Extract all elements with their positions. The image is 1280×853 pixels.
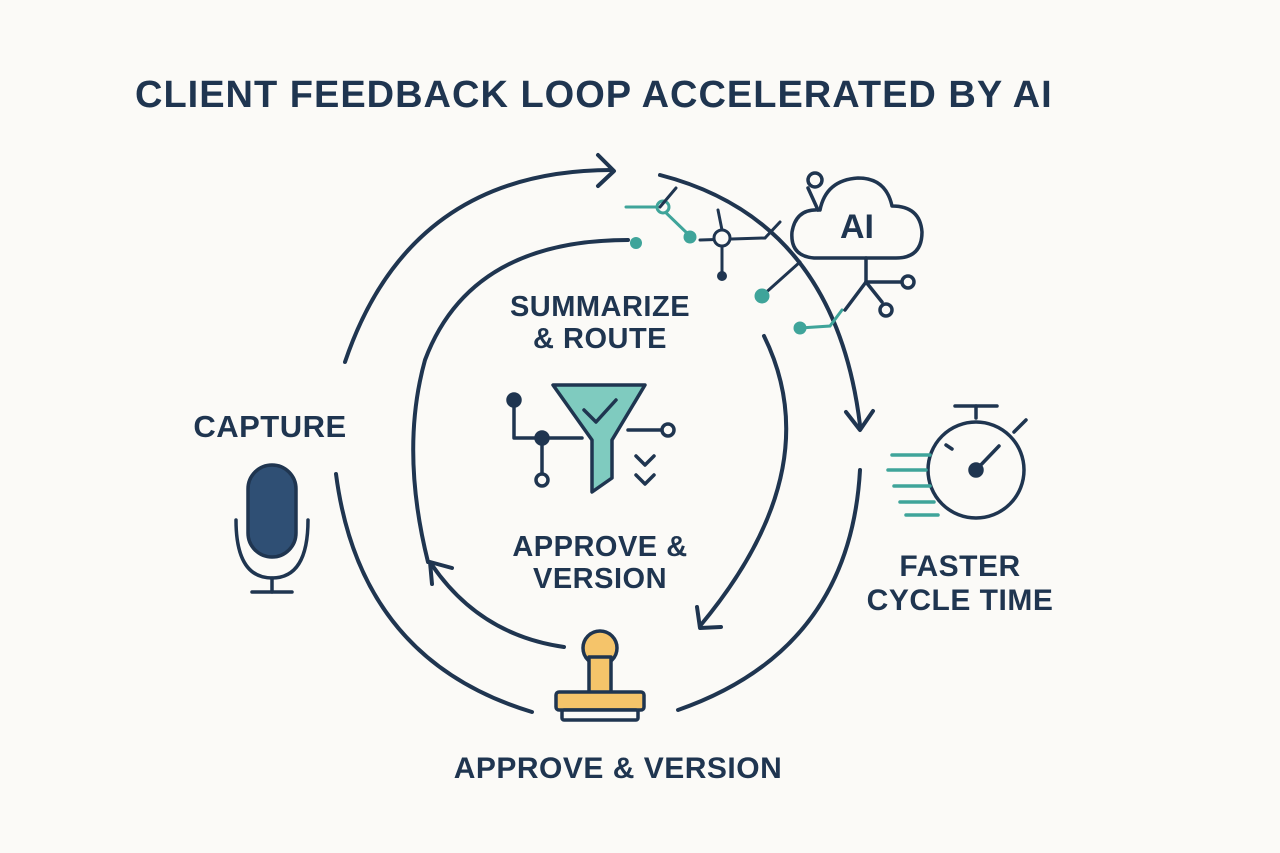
step-inner-approve-label: APPROVE & VERSION — [470, 531, 730, 596]
outer-arrowhead-right — [844, 409, 875, 432]
ai-cloud-icon — [790, 171, 924, 318]
summarize-line-2: & ROUTE — [533, 323, 667, 356]
inner-loop — [411, 238, 789, 649]
outer-arrowhead-top — [596, 153, 616, 188]
microphone-icon — [234, 463, 310, 594]
faster-line-1: FASTER — [899, 550, 1021, 583]
step-summarize-label: SUMMARIZE & ROUTE — [470, 291, 730, 356]
inner-loop-start-dot — [630, 237, 642, 249]
outer-arc-right-lower — [676, 468, 862, 712]
stopwatch-icon — [886, 404, 1028, 520]
stamp-icon — [554, 629, 646, 722]
step-bottom-approve-label: APPROVE & VERSION — [453, 752, 783, 785]
step-faster-label: FASTER CYCLE TIME — [830, 550, 1090, 617]
inner-arrowhead-left — [428, 560, 454, 586]
inner-approve-line-2: VERSION — [532, 563, 668, 596]
inner-arc-bottom-left — [430, 563, 566, 649]
step-capture-label: CAPTURE — [193, 409, 347, 444]
inner-arc-right — [698, 334, 789, 628]
ai-badge-text: AI — [840, 208, 874, 246]
faster-line-2: CYCLE TIME — [866, 583, 1054, 617]
inner-arc-top — [411, 238, 630, 564]
diagram-title: CLIENT FEEDBACK LOOP ACCELERATED BY AI — [135, 74, 1053, 116]
outer-arc-top-arrow — [343, 168, 614, 364]
outer-arc-left-lower — [334, 472, 534, 714]
summarize-line-1: SUMMARIZE — [509, 291, 691, 323]
funnel-icon — [506, 383, 676, 494]
inner-approve-line-1: APPROVE & — [512, 531, 688, 563]
outer-loop — [334, 153, 875, 714]
outer-arc-right-arrow — [658, 173, 862, 427]
inner-arrowhead-right — [695, 605, 723, 630]
network-nodes-icon — [624, 186, 844, 335]
